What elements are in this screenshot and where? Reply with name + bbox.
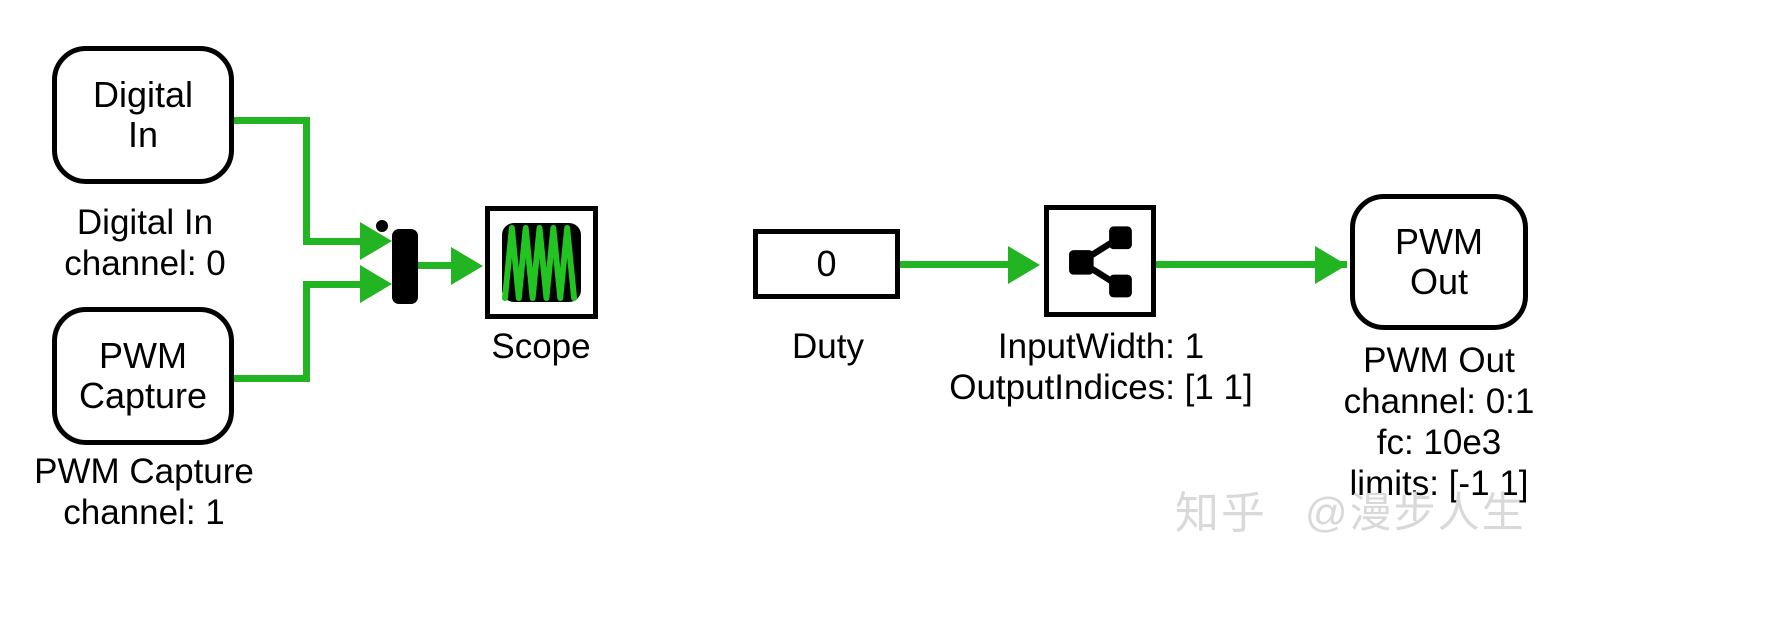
wire-digital-in-out-h [234,117,310,124]
wire-mux-to-scope [418,262,466,269]
block-selector[interactable] [1044,205,1156,317]
annotation-digital-in-line2: channel: 0 [64,243,226,283]
wire-pwm-capture-rise-v [303,281,310,382]
block-pwm-capture-label-line2: Capture [78,375,208,416]
annotation-pwm-out-line3: fc: 10e3 [1376,422,1502,462]
block-pwm-out[interactable]: PWM Out [1350,194,1528,330]
wire-pwm-capture-to-mux-h [303,281,367,288]
mux-marker-dot [376,220,388,232]
arrowhead-selector-input [1008,246,1040,284]
annotation-scope: Scope [441,327,641,368]
block-duty-constant[interactable]: 0 [753,229,900,299]
annotation-pwm-out-line2: channel: 0:1 [1343,381,1535,421]
wire-digital-in-to-mux-h [303,238,367,245]
annotation-scope-line1: Scope [491,327,591,366]
watermark-zhihu-logo: 知乎 [1175,489,1267,538]
annotation-pwm-capture: PWM Capture channel: 1 [0,452,300,534]
arrowhead-pwm-out-input [1315,246,1347,284]
annotation-pwm-capture-line2: channel: 1 [63,492,225,532]
scope-waveform-icon [502,224,578,302]
wire-pwm-capture-out-h [234,375,310,382]
block-duty-value: 0 [816,242,837,284]
arrowhead-mux-input-2 [360,265,392,303]
block-pwm-out-label-line2: Out [1409,261,1469,302]
arrowhead-scope-input [451,247,483,285]
block-digital-in-label-line1: Digital [92,73,194,115]
annotation-duty: Duty [733,327,923,368]
block-mux[interactable] [392,229,418,304]
block-pwm-out-label-line1: PWM [1395,220,1483,262]
annotation-digital-in: Digital In channel: 0 [0,203,295,285]
annotation-pwm-out-line1: PWM Out [1363,341,1515,380]
annotation-selector-line2: OutputIndices: [1 1] [949,367,1253,407]
selector-fanout-icon [1069,226,1132,298]
scope-screen [502,223,581,302]
block-pwm-capture-label-line1: PWM [99,334,187,376]
wire-digital-in-drop-v [303,117,310,244]
wire-duty-to-selector [900,261,1020,268]
block-scope[interactable] [485,206,598,319]
block-digital-in[interactable]: Digital In [52,46,234,184]
annotation-selector-line1: InputWidth: 1 [997,327,1205,366]
annotation-pwm-out-line4: limits: [-1 1] [1349,463,1529,503]
annotation-duty-line1: Duty [792,327,864,366]
annotation-digital-in-line1: Digital In [76,203,214,242]
block-pwm-capture[interactable]: PWM Capture [52,307,234,445]
annotation-pwm-out: PWM Out channel: 0:1 fc: 10e3 limits: [-… [1286,341,1592,505]
watermark-zhihu-handle: @漫步人生 [1305,489,1526,536]
wire-selector-to-pwm-out [1156,261,1347,268]
block-digital-in-label-line2: In [127,114,159,155]
annotation-selector: InputWidth: 1 OutputIndices: [1 1] [886,327,1316,409]
annotation-pwm-capture-line1: PWM Capture [34,452,254,491]
